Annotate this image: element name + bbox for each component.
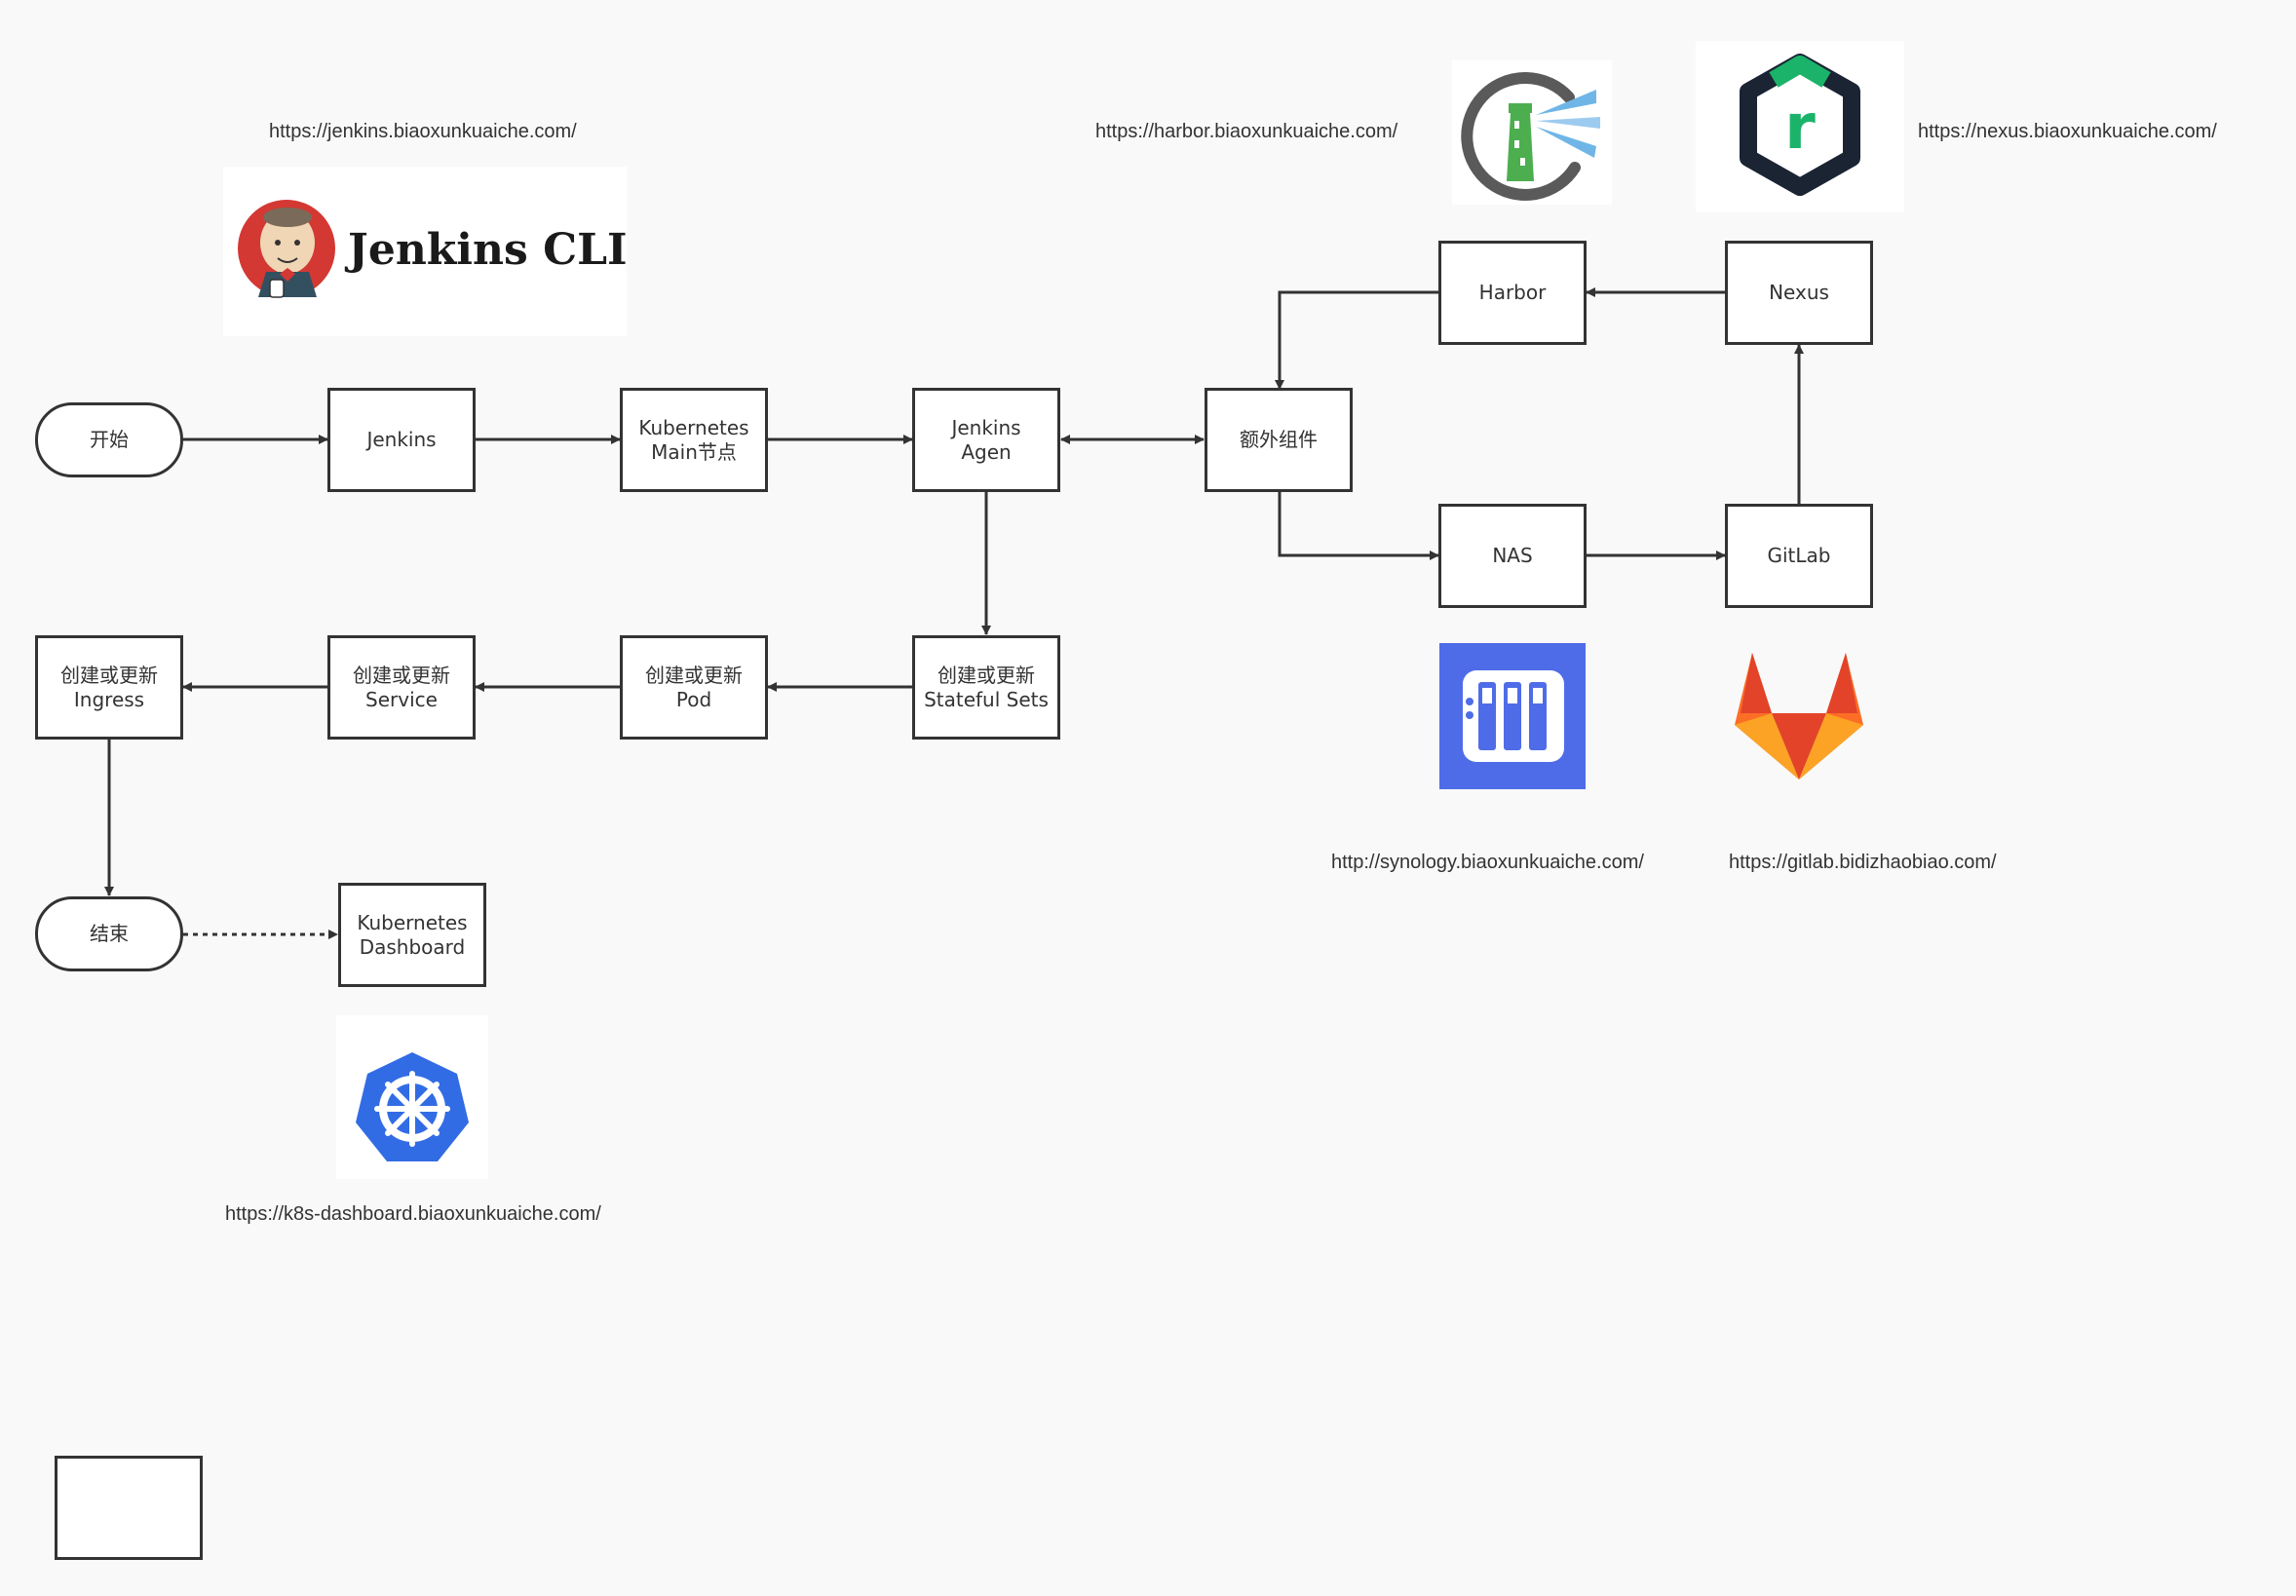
pod-node[interactable]: 创建或更新 Pod <box>620 635 768 740</box>
service-node[interactable]: 创建或更新 Service <box>327 635 476 740</box>
agent-label-2: Agen <box>961 439 1012 464</box>
svc-label-2: Service <box>365 687 438 711</box>
harbor-logo <box>1452 60 1612 205</box>
jenkins-node[interactable]: Jenkins <box>327 388 476 492</box>
nexus-letter: r <box>1784 92 1816 164</box>
ing-label-2: Ingress <box>73 687 145 711</box>
dash-label-1: Kubernetes <box>357 910 468 934</box>
harbor-node[interactable]: Harbor <box>1438 241 1587 345</box>
k8s-main-node[interactable]: Kubernetes Main节点 <box>620 388 768 492</box>
end-label: 结束 <box>90 922 129 945</box>
harbor-label: Harbor <box>1478 281 1547 304</box>
nexus-logo: r <box>1696 41 1904 212</box>
nexus-label: Nexus <box>1769 281 1829 304</box>
ing-label-1: 创建或更新 <box>60 663 158 687</box>
nas-server-icon <box>1463 670 1564 762</box>
gitlab-url[interactable]: https://gitlab.bidizhaobiao.com/ <box>1729 852 1997 873</box>
empty-box[interactable] <box>55 1456 203 1560</box>
nexus-hexagon-icon: r <box>1740 54 1860 196</box>
harbor-url[interactable]: https://harbor.biaoxunkuaiche.com/ <box>1095 121 1398 142</box>
extra-label: 额外组件 <box>1240 428 1318 451</box>
jenkins-cli-logo: Jenkins CLI <box>223 167 627 336</box>
pod-label-1: 创建或更新 <box>645 663 743 687</box>
start-node[interactable]: 开始 <box>35 402 183 477</box>
k8s-main-label-2: Main节点 <box>651 439 737 464</box>
gitlab-node[interactable]: GitLab <box>1725 504 1873 608</box>
ingress-node[interactable]: 创建或更新 Ingress <box>35 635 183 740</box>
nexus-url[interactable]: https://nexus.biaoxunkuaiche.com/ <box>1918 121 2217 142</box>
start-label: 开始 <box>90 428 129 451</box>
nas-label: NAS <box>1492 544 1533 567</box>
nas-node[interactable]: NAS <box>1438 504 1587 608</box>
stateful-sets-node[interactable]: 创建或更新 Stateful Sets <box>912 635 1060 740</box>
ss-label-1: 创建或更新 <box>938 663 1035 687</box>
ss-label-2: Stateful Sets <box>924 687 1049 711</box>
nexus-node[interactable]: Nexus <box>1725 241 1873 345</box>
k8s-dashboard-node[interactable]: Kubernetes Dashboard <box>338 883 486 987</box>
jenkins-label: Jenkins <box>366 428 437 451</box>
harbor-lighthouse-icon <box>1461 71 1600 201</box>
dash-label-2: Dashboard <box>359 934 466 959</box>
jenkins-agent-node[interactable]: Jenkins Agen <box>912 388 1060 492</box>
end-node[interactable]: 结束 <box>35 896 183 971</box>
edge-harbor-extra <box>1275 290 1438 390</box>
k8s-main-label-1: Kubernetes <box>638 415 749 439</box>
jenkins-url[interactable]: https://jenkins.biaoxunkuaiche.com/ <box>269 121 577 142</box>
extra-components-node[interactable]: 额外组件 <box>1205 388 1353 492</box>
gitlab-fox-icon <box>1735 653 1863 779</box>
pod-label-2: Pod <box>675 687 712 711</box>
agent-label-1: Jenkins <box>951 415 1021 439</box>
kubernetes-helm-icon <box>356 1052 469 1161</box>
synology-logo <box>1439 643 1586 789</box>
gitlab-label: GitLab <box>1767 544 1831 567</box>
gitlab-logo <box>1725 643 1873 789</box>
k8s-dashboard-url[interactable]: https://k8s-dashboard.biaoxunkuaiche.com… <box>225 1203 601 1225</box>
svc-label-1: 创建或更新 <box>353 663 450 687</box>
jenkins-butler-icon: Jenkins CLI <box>238 200 627 298</box>
synology-url[interactable]: http://synology.biaoxunkuaiche.com/ <box>1331 852 1644 873</box>
jenkins-cli-text: Jenkins CLI <box>344 225 627 275</box>
kubernetes-logo <box>336 1015 488 1179</box>
edge-extra-nas <box>1278 492 1439 560</box>
